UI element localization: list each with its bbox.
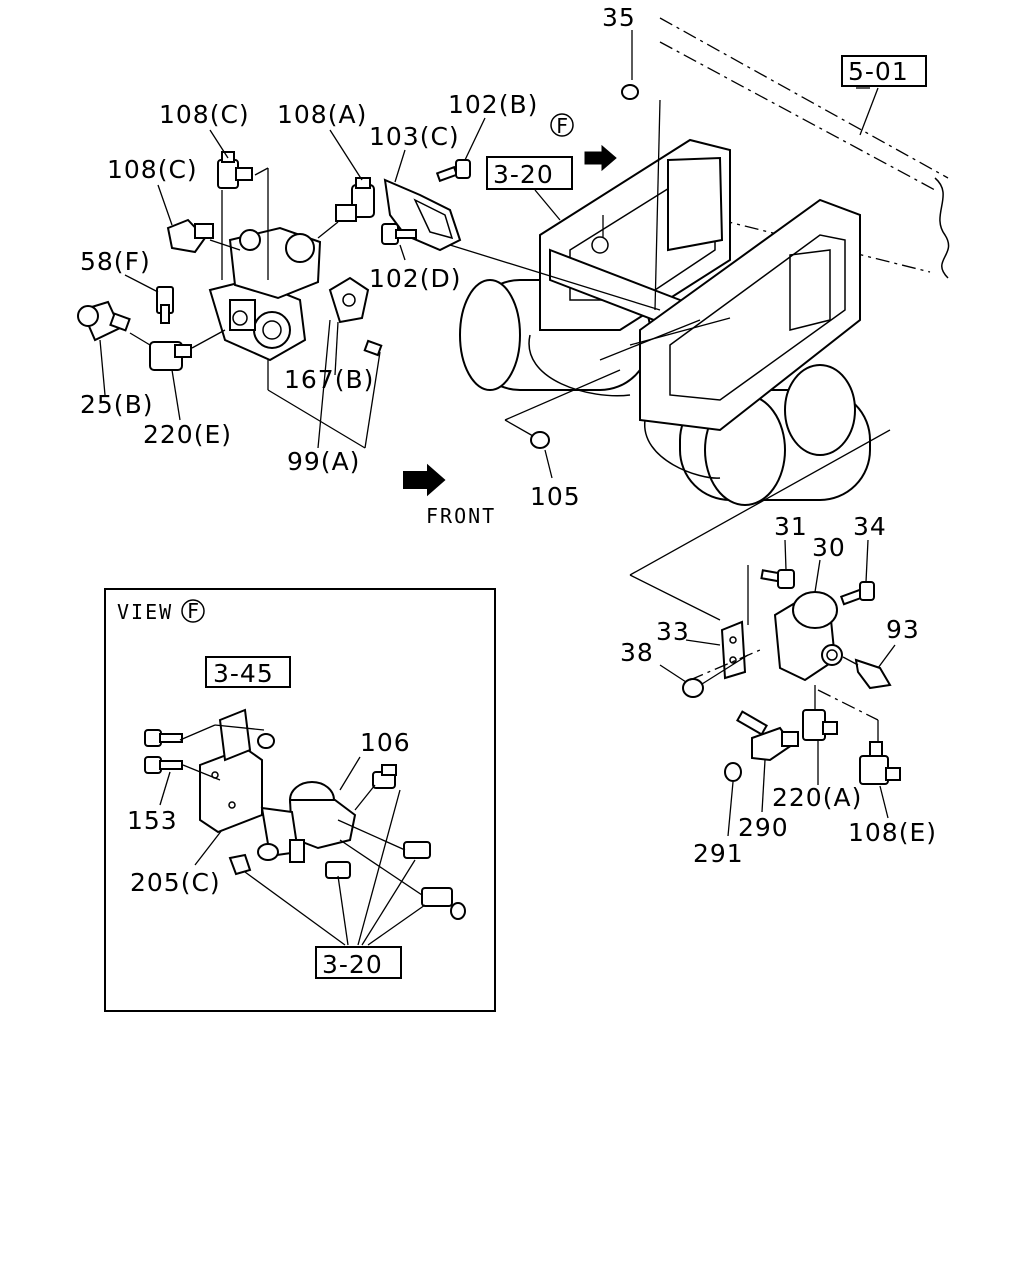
view-f-marker-icon bbox=[550, 113, 574, 137]
fitting-108c-upper bbox=[217, 151, 253, 189]
view-f-arrow-icon bbox=[584, 144, 617, 172]
bolt-102b bbox=[435, 159, 471, 183]
front-arrow-icon bbox=[403, 463, 446, 497]
fitting-108a bbox=[335, 177, 375, 222]
fitting-220a bbox=[802, 709, 838, 741]
label-25b: 25(B) bbox=[80, 390, 153, 419]
label-34: 34 bbox=[853, 512, 887, 541]
ref-box-3-45 bbox=[205, 656, 291, 688]
label-58f: 58(F) bbox=[80, 247, 151, 276]
fitting-220e bbox=[149, 341, 192, 371]
ref-box-3-20-view bbox=[315, 946, 402, 979]
label-106: 106 bbox=[360, 728, 411, 757]
label-105: 105 bbox=[530, 482, 581, 511]
drain-valve-group bbox=[720, 591, 843, 682]
label-front: FRONT bbox=[426, 504, 496, 528]
view-f-title-marker-icon bbox=[181, 599, 205, 623]
label-108e: 108(E) bbox=[848, 818, 937, 847]
label-153: 153 bbox=[127, 806, 178, 835]
label-220a: 220(A) bbox=[772, 783, 862, 812]
label-31: 31 bbox=[774, 512, 808, 541]
label-102d: 102(D) bbox=[369, 264, 461, 293]
fitting-108e bbox=[859, 741, 901, 785]
bolt-102d bbox=[381, 223, 417, 245]
label-108c-upper: 108(C) bbox=[159, 100, 250, 129]
label-93: 93 bbox=[886, 615, 920, 644]
ref-box-3-20-top bbox=[486, 156, 573, 190]
label-33: 33 bbox=[656, 617, 690, 646]
view-f-title: VIEW bbox=[117, 600, 173, 624]
view-f-title-letter: F bbox=[187, 599, 201, 623]
label-291: 291 bbox=[693, 839, 744, 868]
label-102b: 102(B) bbox=[448, 90, 538, 119]
label-99a: 99(A) bbox=[287, 447, 360, 476]
ref-box-5-01 bbox=[841, 55, 927, 87]
label-3-20-top: 3-20 bbox=[493, 160, 554, 189]
pressure-switch-25b bbox=[77, 300, 131, 342]
label-290: 290 bbox=[738, 813, 789, 842]
label-f-marker: F bbox=[556, 114, 570, 138]
label-205c: 205(C) bbox=[130, 868, 221, 897]
label-167b: 167(B) bbox=[284, 365, 374, 394]
label-38: 38 bbox=[620, 638, 654, 667]
nut-35 bbox=[621, 84, 639, 100]
label-108c-elbow: 108(C) bbox=[107, 155, 198, 184]
drain-cock-290 bbox=[736, 710, 799, 762]
label-3-20-view: 3-20 bbox=[322, 950, 383, 979]
nut-105 bbox=[530, 431, 550, 449]
frame-rail bbox=[639, 17, 950, 279]
valve-cluster-99a bbox=[208, 226, 322, 362]
label-103c: 103(C) bbox=[369, 122, 460, 151]
bracket-167b bbox=[328, 276, 370, 324]
fitting-58f bbox=[156, 286, 174, 324]
fitting-108c-elbow bbox=[166, 218, 214, 254]
label-3-45: 3-45 bbox=[213, 659, 274, 688]
label-30: 30 bbox=[812, 533, 846, 562]
view-f-assembly bbox=[144, 708, 466, 946]
label-35: 35 bbox=[602, 3, 636, 32]
label-5-01: 5-01 bbox=[848, 57, 909, 86]
air-tank-bracket-assembly bbox=[459, 138, 871, 506]
label-220e: 220(E) bbox=[143, 420, 232, 449]
label-108a: 108(A) bbox=[277, 100, 367, 129]
